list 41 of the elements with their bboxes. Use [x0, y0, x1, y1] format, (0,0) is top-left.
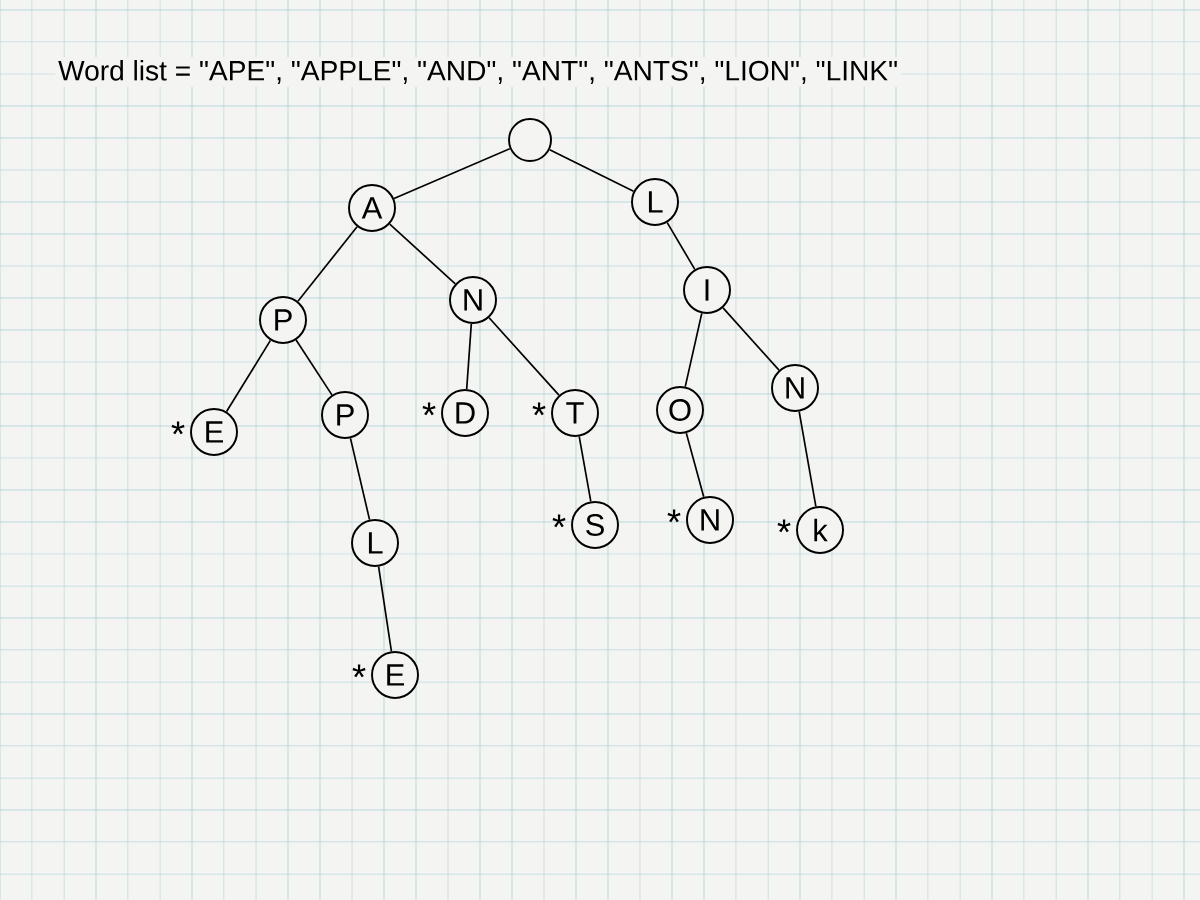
branch-line	[297, 225, 358, 303]
branch-line	[393, 147, 511, 200]
trie-node: N	[686, 496, 734, 544]
root-node	[508, 118, 552, 162]
trie-node: S	[571, 501, 619, 549]
branch-line	[722, 307, 780, 371]
end-marker: *	[171, 421, 185, 435]
trie-node: P	[259, 296, 307, 344]
trie-node: N	[449, 276, 497, 324]
end-marker: *	[667, 509, 681, 523]
branch-line	[666, 221, 696, 271]
branch-line	[465, 323, 473, 390]
title: Word list = "APE", "APPLE", "AND", "ANT", "ANTS", "LION", "LINK"	[55, 57, 901, 87]
branch-line	[295, 339, 333, 396]
branch-line	[578, 435, 592, 503]
trie-node: T	[551, 389, 599, 437]
trie-node: k	[796, 506, 844, 554]
trie-node: E	[190, 408, 238, 456]
branch-line	[377, 565, 393, 653]
branch-line	[685, 432, 705, 498]
end-marker: *	[422, 402, 436, 416]
branch-line	[684, 312, 703, 388]
trie-node: L	[351, 519, 399, 567]
trie-node: N	[771, 364, 819, 412]
branch-line	[349, 437, 371, 521]
trie-node: E	[371, 651, 419, 699]
trie-node: O	[656, 386, 704, 434]
end-marker: *	[532, 402, 546, 416]
trie-node: D	[441, 389, 489, 437]
trie-node: A	[348, 184, 396, 232]
branch-line	[798, 410, 817, 508]
trie-node: I	[683, 266, 731, 314]
end-marker: *	[777, 519, 791, 533]
trie-node: P	[321, 391, 369, 439]
end-marker: *	[352, 664, 366, 678]
trie-node: L	[631, 178, 679, 226]
branch-line	[548, 148, 635, 193]
branch-line	[225, 339, 272, 413]
branch-line	[388, 223, 457, 285]
end-marker: *	[552, 514, 566, 528]
branch-line	[488, 316, 560, 397]
